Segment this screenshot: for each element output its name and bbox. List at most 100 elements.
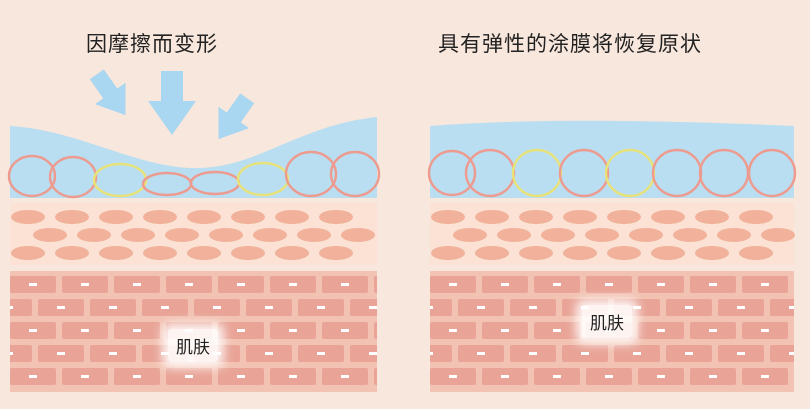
arrow-icon	[81, 64, 140, 126]
middle-cell	[695, 246, 729, 260]
brick-mark	[393, 375, 401, 378]
middle-cell	[11, 246, 45, 260]
middle-cell	[607, 246, 641, 260]
brick-mark	[477, 306, 485, 309]
brick-mark	[237, 375, 245, 378]
skin-brick	[0, 299, 32, 316]
brick-mark	[341, 283, 349, 286]
middle-cell	[629, 228, 663, 242]
middle-cell	[253, 228, 287, 242]
middle-cell	[319, 210, 353, 224]
brick-mark	[133, 283, 141, 286]
middle-cell	[541, 228, 575, 242]
middle-cell	[651, 210, 685, 224]
brick-mark	[685, 306, 693, 309]
brick-mark	[213, 306, 221, 309]
middle-cell	[585, 228, 619, 242]
middle-cell	[519, 246, 553, 260]
brick-mark	[633, 306, 641, 309]
middle-cell	[453, 228, 487, 242]
brick-mark	[109, 306, 117, 309]
brick-mark	[449, 375, 457, 378]
skin-brick	[406, 299, 452, 316]
brick-mark	[341, 329, 349, 332]
middle-cell	[33, 228, 67, 242]
skin-brick	[374, 276, 420, 293]
brick-mark	[633, 352, 641, 355]
right-panel	[406, 121, 810, 392]
brick-mark	[789, 352, 797, 355]
brick-mark	[737, 306, 745, 309]
brick-mark	[289, 329, 297, 332]
brick-mark	[529, 352, 537, 355]
brick-mark	[237, 283, 245, 286]
skin-brick	[374, 322, 420, 339]
brick-mark	[369, 306, 377, 309]
middle-cell	[231, 210, 265, 224]
brick-mark	[425, 352, 433, 355]
middle-cell	[341, 228, 375, 242]
brick-mark	[57, 352, 65, 355]
arrow-icon	[148, 71, 196, 135]
middle-cell	[563, 246, 597, 260]
arrow-icon	[203, 88, 262, 150]
middle-cell	[143, 210, 177, 224]
middle-cell	[717, 228, 751, 242]
brick-mark	[29, 375, 37, 378]
brick-mark	[449, 283, 457, 286]
brick-mark	[657, 375, 665, 378]
brick-mark	[57, 306, 65, 309]
middle-cell	[607, 210, 641, 224]
brick-mark	[425, 306, 433, 309]
brick-mark	[393, 283, 401, 286]
brick-mark	[477, 352, 485, 355]
brick-mark	[553, 283, 561, 286]
brick-mark	[761, 283, 769, 286]
brick-mark	[185, 375, 193, 378]
brick-mark	[685, 352, 693, 355]
brick-mark	[501, 375, 509, 378]
middle-cell	[475, 210, 509, 224]
brick-mark	[265, 352, 273, 355]
middle-cell	[275, 210, 309, 224]
middle-cell	[187, 246, 221, 260]
middle-cell	[563, 210, 597, 224]
left-skin-label: 肌肤	[168, 329, 218, 362]
brick-mark	[289, 375, 297, 378]
middle-cell	[651, 246, 685, 260]
left-middle-cells	[11, 210, 375, 260]
middle-cell	[739, 210, 773, 224]
middle-cell	[431, 246, 465, 260]
brick-mark	[501, 329, 509, 332]
middle-cell	[761, 228, 795, 242]
brick-mark	[341, 375, 349, 378]
brick-mark	[5, 306, 13, 309]
brick-mark	[761, 375, 769, 378]
brick-mark	[709, 283, 717, 286]
brick-mark	[29, 329, 37, 332]
middle-cell	[695, 210, 729, 224]
brick-mark	[81, 375, 89, 378]
brick-mark	[161, 306, 169, 309]
brick-mark	[529, 306, 537, 309]
middle-cell	[673, 228, 707, 242]
brick-mark	[449, 329, 457, 332]
middle-cell	[319, 246, 353, 260]
right-skin-label: 肌肤	[582, 305, 632, 338]
middle-cell	[475, 246, 509, 260]
middle-cell	[739, 246, 773, 260]
brick-mark	[761, 329, 769, 332]
skin-brick	[374, 368, 420, 385]
brick-mark	[553, 375, 561, 378]
brick-mark	[393, 329, 401, 332]
skin-brick	[0, 345, 32, 362]
brick-mark	[133, 329, 141, 332]
brick-mark	[185, 283, 193, 286]
brick-mark	[5, 352, 13, 355]
middle-cell	[77, 228, 111, 242]
brick-mark	[265, 306, 273, 309]
brick-mark	[709, 329, 717, 332]
brick-mark	[81, 283, 89, 286]
brick-mark	[657, 283, 665, 286]
